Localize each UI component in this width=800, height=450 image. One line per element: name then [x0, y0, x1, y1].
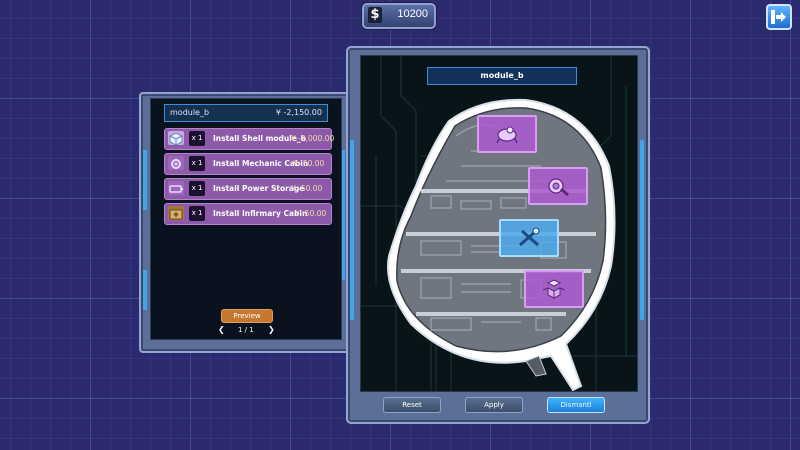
box-icon: [168, 131, 184, 146]
module-title: module_b: [427, 67, 577, 85]
arrow-right-icon: [771, 10, 786, 24]
step-label: Install Shell module_b: [213, 134, 307, 143]
frame-light-strip: [143, 150, 147, 210]
step-cost: ¥ -2,000.00: [291, 134, 335, 143]
step-quantity: x 1: [189, 156, 205, 171]
gear-icon: [548, 178, 569, 197]
step-quantity: x 1: [189, 131, 205, 146]
tools-icon: [519, 227, 540, 247]
step-label: Install Power Storage: [213, 184, 305, 193]
frame-light-strip: [350, 140, 354, 320]
step-quantity: x 1: [189, 181, 205, 196]
apply-button[interactable]: Apply: [465, 397, 523, 413]
order-step-mechanic[interactable]: x 1 Install Mechanic Cabin ¥ -50.00: [164, 153, 332, 175]
cabin-slot-mechanic[interactable]: [528, 167, 588, 205]
cabin-slot-infirmary[interactable]: [524, 270, 584, 308]
frame-light-strip: [143, 270, 147, 310]
step-cost: ¥ -50.00: [293, 159, 325, 168]
cabin-slot-power[interactable]: [499, 219, 559, 257]
preview-button[interactable]: Preview: [221, 309, 273, 323]
cubes-icon: [542, 279, 566, 299]
dismantle-button[interactable]: Dismantl: [547, 397, 605, 413]
currency-icon: $: [368, 7, 382, 23]
step-cost: ¥ -50.00: [295, 209, 327, 218]
step-label: Install Mechanic Cabin: [213, 159, 309, 168]
medkit-icon: [168, 206, 184, 220]
order-step-power[interactable]: x 1 Install Power Storage ¥ -50.00: [164, 178, 332, 200]
reset-button[interactable]: Reset: [383, 397, 441, 413]
frame-light-strip: [640, 140, 644, 320]
cabin-slot-communication[interactable]: [477, 115, 537, 153]
page-indicator: 1 / 1: [238, 326, 254, 334]
satellite-icon: [496, 126, 518, 144]
battery-icon: [168, 181, 184, 195]
money-display: $ 10200: [362, 3, 436, 29]
exit-button[interactable]: [766, 4, 792, 30]
step-label: Install Infirmary Cabin: [213, 209, 308, 218]
prev-page-button[interactable]: ❮: [218, 325, 225, 334]
order-step-shell[interactable]: x 1 Install Shell module_b ¥ -2,000.00: [164, 128, 335, 150]
next-page-button[interactable]: ❯: [268, 325, 275, 334]
order-summary: module_b ¥ -2,150.00: [164, 104, 328, 122]
summary-total-price: ¥ -2,150.00: [275, 108, 322, 117]
summary-module-name: module_b: [170, 108, 210, 117]
step-quantity: x 1: [189, 206, 205, 221]
step-cost: ¥ -50.00: [291, 184, 323, 193]
order-step-infirmary[interactable]: x 1 Install Infirmary Cabin ¥ -50.00: [164, 203, 332, 225]
money-amount: 10200: [397, 8, 428, 20]
frame-light-strip: [341, 150, 345, 280]
wrench-icon: [168, 156, 184, 170]
